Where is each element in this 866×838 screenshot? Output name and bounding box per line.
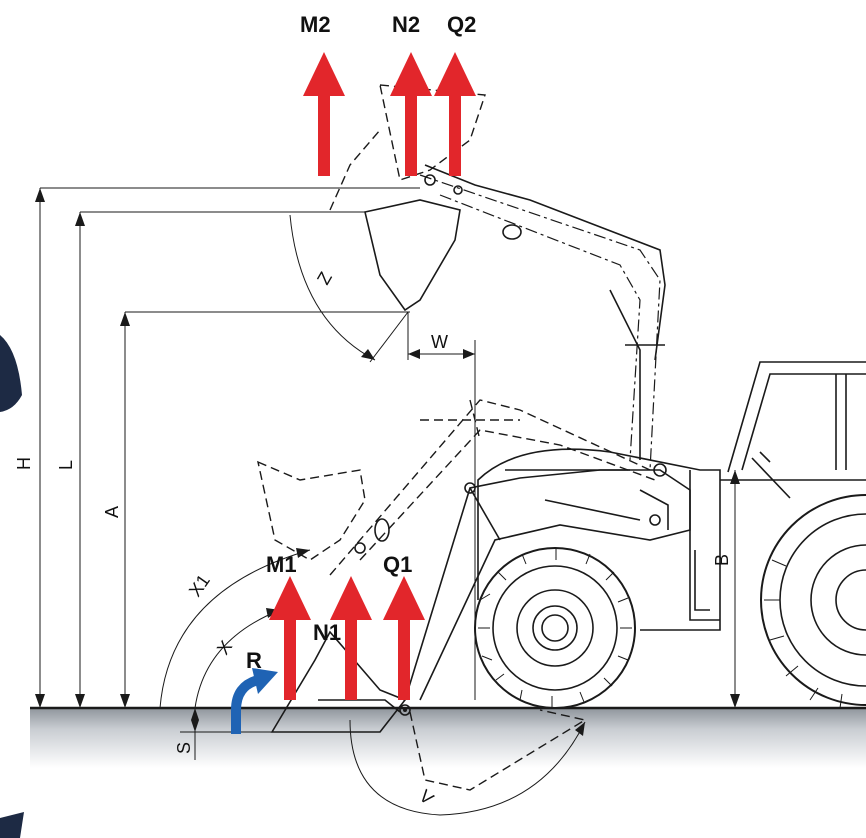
dimension-lines [35, 187, 740, 816]
loader-arm-mid-dashed [257, 399, 656, 576]
label-h: H [14, 457, 34, 470]
label-l: L [56, 460, 76, 470]
label-n2: N2 [392, 12, 420, 37]
q2-arrow [434, 52, 476, 176]
label-a: A [102, 506, 122, 518]
label-n1: N1 [313, 620, 341, 645]
label-v: V [415, 786, 437, 809]
q1-arrow [383, 576, 425, 700]
edge-fragment [0, 335, 24, 838]
ground [30, 706, 866, 768]
tractor [474, 361, 866, 709]
force-labels: M2 N2 Q2 M1 N1 Q1 R [246, 12, 476, 673]
label-r: R [246, 648, 262, 673]
r-rotation-arrow [231, 668, 278, 734]
n1-arrow [330, 576, 372, 700]
m1-arrow [269, 576, 311, 700]
label-s: S [174, 742, 194, 754]
bucket-lowered [270, 630, 411, 733]
label-w: W [431, 332, 448, 352]
label-x1: X1 [185, 571, 214, 601]
label-z: Z [313, 268, 336, 288]
label-q2: Q2 [447, 12, 476, 37]
label-b: B [712, 554, 732, 566]
label-m2: M2 [300, 12, 331, 37]
label-q1: Q1 [383, 552, 412, 577]
bucket-tilt-down [409, 709, 587, 791]
loader-arm-raised [329, 84, 666, 471]
n2-arrow [390, 52, 432, 176]
label-m1: M1 [266, 552, 297, 577]
m2-arrow [303, 52, 345, 176]
force-arrows [231, 52, 476, 734]
